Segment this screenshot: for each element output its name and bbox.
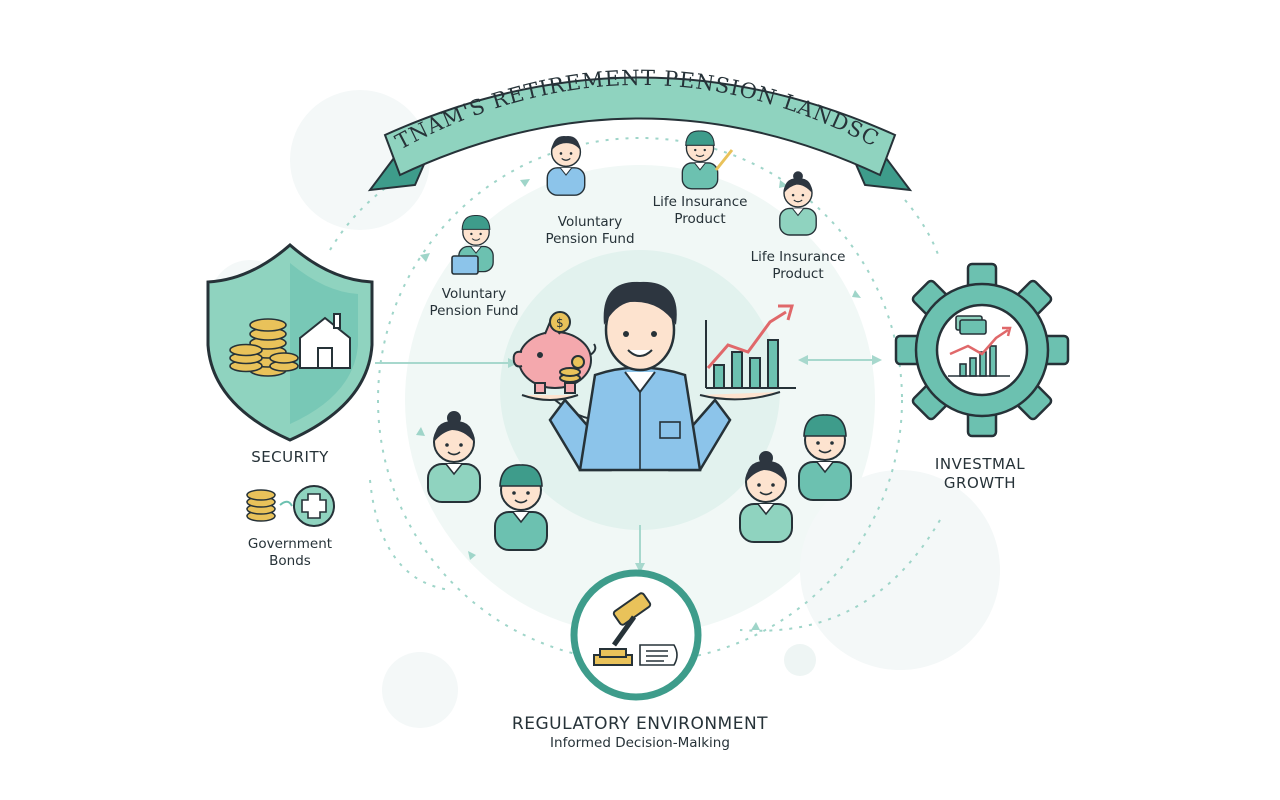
voluntary-fund-upper-line1: Voluntary xyxy=(557,214,623,230)
regulatory-badge xyxy=(570,569,702,701)
voluntary-fund-lower-line1: Voluntary xyxy=(441,286,507,302)
coins-icon xyxy=(246,489,276,522)
voluntary-fund-lower-line2: Pension Fund xyxy=(429,302,519,319)
person-icon xyxy=(779,170,817,236)
life-insurance-upper-line2: Product xyxy=(674,210,726,227)
government-bonds-line2: Bonds xyxy=(269,552,311,569)
investment-growth-line2: GROWTH xyxy=(943,473,1017,492)
life-insurance-lower-label: Life Insurance Product xyxy=(728,249,868,283)
svg-text:$: $ xyxy=(556,316,564,330)
piggy-bank-icon: $ xyxy=(512,311,597,394)
life-insurance-lower-line1: Life Insurance xyxy=(750,249,846,265)
gavel-icon xyxy=(593,592,652,666)
security-text: SECURITY xyxy=(251,448,329,466)
life-insurance-upper-label: Life Insurance Product xyxy=(630,194,770,228)
regulatory-label: REGULATORY ENVIRONMENT Informed Decision… xyxy=(440,714,840,752)
connectors xyxy=(375,359,880,565)
government-bonds-line1: Government xyxy=(247,536,333,552)
house-icon xyxy=(299,313,351,369)
life-insurance-lower-line2: Product xyxy=(772,265,824,282)
life-insurance-upper-line1: Life Insurance xyxy=(652,194,748,210)
voluntary-fund-upper-line2: Pension Fund xyxy=(545,230,635,247)
investment-gear xyxy=(894,262,1070,438)
title-banner: VIETNAM'S RETIREMENT PENSION LANDSCAPE xyxy=(0,0,913,192)
voluntary-fund-upper-label: Voluntary Pension Fund xyxy=(520,214,660,248)
regulatory-subtitle: Informed Decision-Malking xyxy=(550,735,730,752)
investment-growth-line1: INVESTMAL xyxy=(934,455,1026,473)
investment-growth-label: INVESTMAL GROWTH xyxy=(900,455,1060,493)
person-icon xyxy=(546,135,586,196)
government-bonds-icons xyxy=(246,485,335,527)
regulatory-title: REGULATORY ENVIRONMENT xyxy=(511,714,769,734)
orbit-arrows xyxy=(416,179,861,630)
coins-icon xyxy=(229,318,299,377)
person-icon xyxy=(681,130,719,190)
growth-chart-icon xyxy=(705,304,796,389)
security-label: SECURITY xyxy=(210,448,370,467)
voluntary-fund-lower-label: Voluntary Pension Fund xyxy=(404,286,544,320)
security-shield xyxy=(206,243,374,442)
central-figure: $ xyxy=(512,281,796,472)
document-icon xyxy=(639,644,678,666)
government-bonds-label: Government Bonds xyxy=(215,536,365,570)
growth-chart-icon xyxy=(948,315,1012,377)
